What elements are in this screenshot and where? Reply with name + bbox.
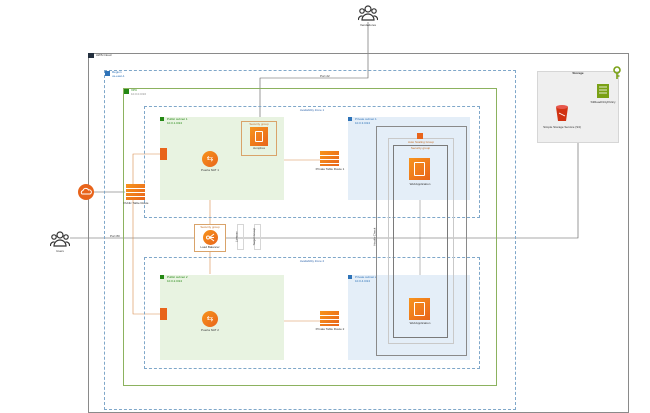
- top-users-label: Vendedores: [359, 23, 376, 27]
- health-check-label: Health Check: [372, 227, 377, 246]
- policy-label: S3ReadOnlyPolicy: [590, 100, 616, 104]
- public-route-table-icon[interactable]: [126, 184, 145, 200]
- vpc-sublabel: 10.0.0.0/16: [131, 92, 147, 96]
- web-server-2-icon[interactable]: [409, 298, 430, 320]
- auto-scaling-group-icon: [417, 133, 423, 139]
- auto-scaling-group-label: Auto Scaling Group: [407, 140, 434, 144]
- public-subnet-2: [160, 275, 284, 360]
- private-subnet-1-cidr: 10.0.3.0/24: [355, 121, 371, 125]
- public-subnet-2-label: Public subnet 2: [167, 275, 188, 279]
- public-subnet-1-icon: [160, 117, 164, 121]
- public-subnet-2-interface-icon: [160, 308, 167, 320]
- private-subnet-2-icon: [348, 275, 352, 279]
- internet-gateway-icon[interactable]: [78, 184, 94, 200]
- region-flag-icon: [105, 71, 110, 76]
- target-group-box: [254, 224, 261, 250]
- public-subnet-1-label: Public subnet 1: [167, 117, 188, 121]
- nat-gateway-1-label: Puerta NAT 1: [201, 168, 219, 172]
- listener-label: Listener: [234, 231, 239, 243]
- storage-group: [537, 71, 619, 143]
- region-label: Region: [112, 70, 122, 74]
- load-balancer-label: Load Balancer: [200, 245, 220, 249]
- alb-security-group: [194, 224, 226, 252]
- private-subnet-1-label: Private subnet 1: [355, 117, 377, 121]
- alb-sg-label: Security group: [200, 225, 220, 229]
- web-server-1-label: WebApplication: [409, 182, 431, 186]
- az2-label: Availability Zone 2: [299, 259, 325, 263]
- private-route-table-2-label: Private Table Route 2: [315, 327, 345, 331]
- listener-box: [237, 224, 244, 250]
- availability-zone-1: [144, 106, 480, 218]
- nat-gateway-1-icon[interactable]: ⇆: [202, 151, 218, 167]
- web-instances-group: [393, 145, 448, 338]
- bastion-sg-label: Security group: [249, 122, 269, 126]
- s3-label: Simple Storage Service (S3): [543, 125, 581, 129]
- aws-cloud-label: AWS Cloud: [96, 53, 112, 57]
- web-tier-outer-group: [376, 126, 467, 356]
- web-server-1-icon[interactable]: [409, 158, 430, 180]
- public-subnet-1-interface-icon: [160, 148, 167, 160]
- ssh-port-label: Port 22: [320, 74, 330, 78]
- vpc-group: [123, 88, 497, 386]
- aws-cloud-icon: [88, 53, 94, 58]
- public-subnet-2-cidr: 10.0.2.0/24: [167, 279, 183, 283]
- availability-zone-2: [144, 257, 480, 369]
- storage-title: Storage: [572, 71, 584, 75]
- top-users-icon: [357, 4, 379, 22]
- private-subnet-2-label: Private subnet 2: [355, 275, 377, 279]
- private-subnet-1-icon: [348, 117, 352, 121]
- nat-gateway-2-icon[interactable]: ⇆: [202, 311, 218, 327]
- private-route-table-1-label: Private Table Route 1: [315, 167, 345, 171]
- policy-document-icon[interactable]: [596, 83, 610, 99]
- web-sg-label: Security group: [410, 146, 431, 150]
- web-server-2-label: WebApplication: [409, 321, 431, 325]
- region-sublabel: us-east-1: [112, 74, 125, 78]
- public-subnet-2-icon: [160, 275, 164, 279]
- http-port-label: Port 80: [110, 234, 120, 238]
- private-route-table-1-icon[interactable]: [320, 151, 339, 166]
- load-balancer-icon[interactable]: [203, 230, 218, 245]
- public-subnet-1-cidr: 10.0.1.0/24: [167, 121, 183, 125]
- private-subnet-2-cidr: 10.0.4.0/24: [355, 279, 371, 283]
- vpc-icon: [124, 89, 129, 94]
- nat-gateway-2-label: Puerta NAT 2: [201, 328, 219, 332]
- public-route-table-label: Public Table Route: [123, 201, 149, 205]
- s3-access-line: [226, 126, 579, 239]
- az1-label: Availability Zone 1: [299, 108, 325, 112]
- bastion-ec2-icon[interactable]: [250, 127, 268, 146]
- left-users-label: Users: [56, 249, 64, 253]
- s3-bucket-icon[interactable]: [555, 104, 569, 122]
- target-group-label: Target Group: [252, 227, 257, 246]
- vpc-label: VPC: [131, 88, 138, 92]
- left-users-icon: [49, 230, 71, 248]
- bastion-security-group: [241, 121, 277, 156]
- bastion-label: Jumpbox: [252, 146, 266, 150]
- ssh-connection-line: [259, 22, 369, 123]
- private-route-table-2-icon[interactable]: [320, 311, 339, 326]
- key-icon: [611, 66, 623, 80]
